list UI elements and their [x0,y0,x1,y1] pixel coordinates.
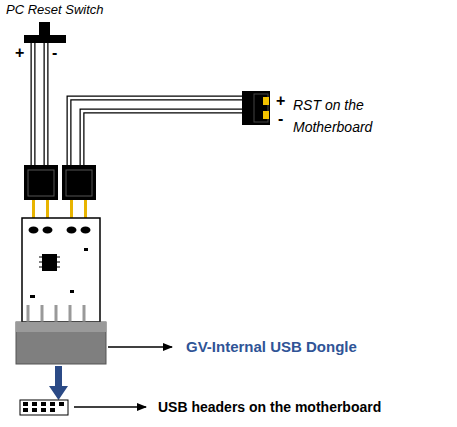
header-pin [50,402,55,406]
header-pin [32,408,37,412]
header-pin [23,408,28,412]
header-pin [59,408,64,412]
reset-switch [24,22,66,43]
usb-header-icon [20,400,68,415]
part-name: RST on the Motherboard [293,94,413,139]
dongle-board [22,218,100,322]
rst-wires [69,98,244,168]
leader-arrow [74,406,146,408]
polarity-mark: - [52,44,57,62]
leader-arrow [108,346,172,348]
header-pin [59,402,64,406]
switch-wires [33,43,46,168]
insert-arrow [49,366,68,400]
part-name: PC Reset Switch [6,3,104,18]
header-pin [41,402,46,406]
header-pin [50,408,55,412]
part-name: GV-Internal USB Dongle [186,338,357,355]
polarity-mark: + [276,92,285,110]
rst-connector [242,91,270,125]
header-pin [32,402,37,406]
usb-connector [16,305,106,364]
header-pin [23,402,28,406]
header-pin [41,408,46,412]
polarity-mark: + [15,44,24,62]
polarity-mark: - [278,110,283,128]
part-name: USB headers on the motherboard [158,399,381,415]
